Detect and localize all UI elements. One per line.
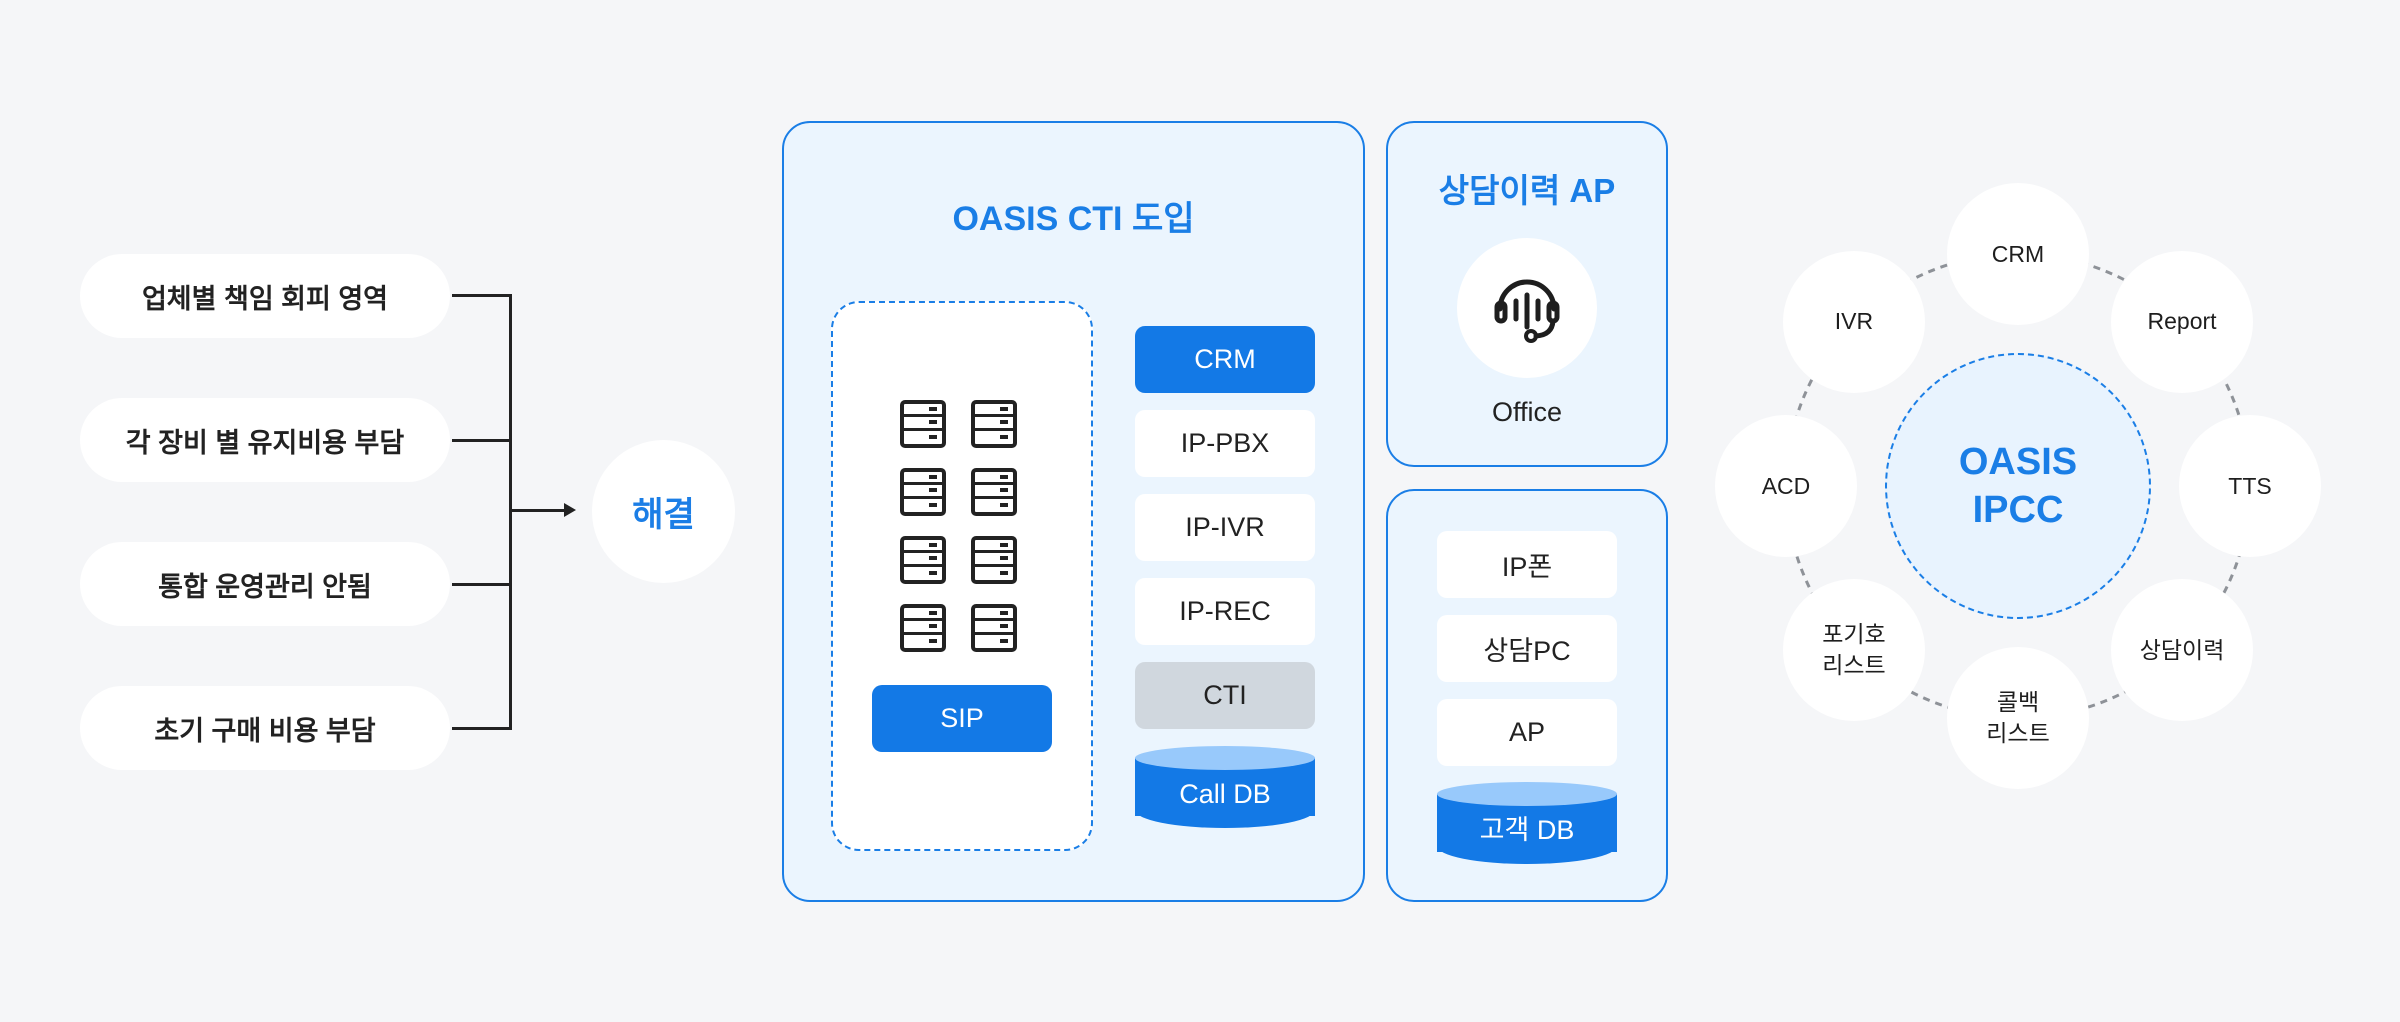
result-circle: 해결: [592, 440, 735, 583]
database-icon: [1135, 746, 1315, 770]
problem-item: 초기 구매 비용 부담: [80, 686, 450, 770]
problem-label: 통합 운영관리 안됨: [158, 571, 372, 602]
connector-bracket: [509, 294, 512, 730]
ap-panel-title: 상담이력 AP: [1438, 172, 1616, 209]
call-db-cylinder: Call DB: [1135, 746, 1315, 828]
database-icon: [1437, 782, 1617, 806]
connector-line: [452, 294, 512, 297]
agent-item-ip-phone: IP폰: [1437, 531, 1617, 598]
call-db-label: Call DB: [1179, 779, 1271, 809]
stack-item-cti: CTI: [1135, 662, 1315, 729]
connector-line: [452, 583, 512, 586]
ipcc-center: OASIS IPCC: [1885, 353, 2151, 619]
ipcc-node: CRM: [1947, 183, 2089, 325]
server-icon: [900, 536, 946, 584]
problem-label: 초기 구매 비용 부담: [154, 715, 376, 746]
arrow-shaft: [512, 509, 566, 512]
stack-label: IP-REC: [1179, 596, 1271, 626]
ipcc-node: IVR: [1782, 250, 1925, 393]
customer-db-label: 고객 DB: [1479, 815, 1575, 845]
server-icon: [900, 400, 946, 448]
problem-item: 업체별 책임 회피 영역: [80, 254, 450, 338]
agent-item-label: IP폰: [1501, 552, 1553, 582]
agent-item-label: AP: [1508, 717, 1546, 747]
problem-item: 각 장비 별 유지비용 부담: [80, 398, 450, 482]
cti-panel-title: OASIS CTI 도입: [952, 200, 1195, 238]
office-circle: [1457, 238, 1597, 378]
problem-label: 각 장비 별 유지비용 부담: [125, 427, 405, 458]
agent-item-ap: AP: [1437, 699, 1617, 766]
ipcc-center-label: OASIS IPCC: [1958, 441, 2078, 531]
stack-item-ip-pbx: IP-PBX: [1135, 410, 1315, 477]
problem-item: 통합 운영관리 안됨: [80, 542, 450, 626]
connector-line: [452, 727, 512, 730]
headset-icon: [1494, 279, 1560, 343]
server-icon: [971, 536, 1017, 584]
agent-item-label: 상담PC: [1483, 636, 1571, 666]
ipcc-node: Report: [2111, 250, 2254, 393]
sip-box: SIP: [872, 685, 1052, 752]
customer-db-cylinder: 고객 DB: [1437, 782, 1617, 864]
arrow-right-icon: [564, 503, 576, 517]
server-icon: [900, 604, 946, 652]
problem-label: 업체별 책임 회피 영역: [141, 283, 389, 314]
stack-item-ip-rec: IP-REC: [1135, 578, 1315, 645]
ipcc-node: 콜백 리스트: [1947, 647, 2089, 789]
server-group: [831, 301, 1093, 851]
office-label: Office: [1491, 397, 1563, 427]
stack-label: IP-IVR: [1185, 512, 1265, 542]
ipcc-node: ACD: [1715, 415, 1857, 557]
stack-label: CRM: [1194, 344, 1256, 374]
sip-label: SIP: [940, 703, 984, 733]
stack-item-crm: CRM: [1135, 326, 1315, 393]
server-icon: [971, 400, 1017, 448]
stack-item-ip-ivr: IP-IVR: [1135, 494, 1315, 561]
ap-panel: 상담이력 AP Office: [1386, 121, 1668, 467]
ipcc-node: 상담이력: [2111, 579, 2254, 722]
connector-line: [452, 439, 512, 442]
server-icon: [971, 604, 1017, 652]
result-label: 해결: [632, 496, 695, 534]
server-icon: [900, 468, 946, 516]
ipcc-node: 포기호 리스트: [1782, 579, 1925, 722]
server-icon: [971, 468, 1017, 516]
ipcc-node: TTS: [2179, 415, 2321, 557]
stack-label: CTI: [1203, 680, 1247, 710]
stack-label: IP-PBX: [1180, 428, 1270, 458]
agent-item-pc: 상담PC: [1437, 615, 1617, 682]
